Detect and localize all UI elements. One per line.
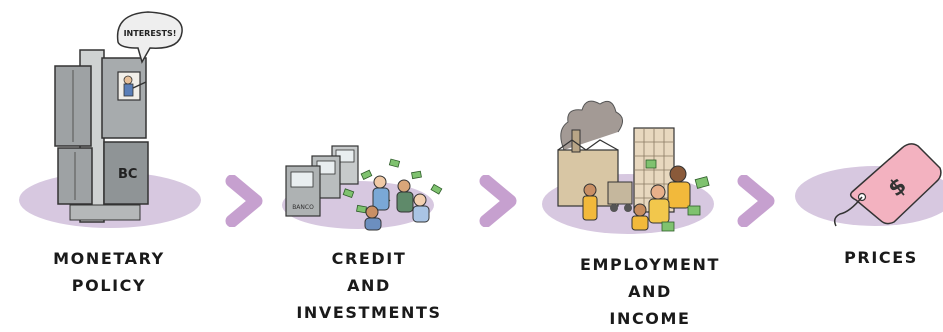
banknotes	[645, 159, 710, 232]
stage-label: MONETARY POLICY	[34, 245, 184, 299]
stage-prices: $ PRICES	[790, 0, 943, 321]
stage-label: EMPLOYMENT AND INCOME	[550, 251, 750, 332]
arrow-icon	[225, 175, 263, 227]
speech-bubble-text: INTERESTS!	[124, 29, 177, 38]
price-tag	[849, 143, 942, 225]
stage-employment-income: EMPLOYMENT AND INCOME	[528, 0, 748, 328]
factory-smoke	[560, 100, 623, 151]
label-line: AND	[628, 282, 672, 301]
stage-credit-investments: BANCO	[262, 0, 472, 322]
stage-monetary-policy: BC INTERESTS! MONETARY POLICY	[0, 0, 230, 321]
label-line: INCOME	[609, 309, 691, 328]
label-line: AND	[347, 276, 391, 295]
central-bank-illustration: BC INTERESTS!	[19, 11, 201, 228]
label-line: EMPLOYMENT	[580, 255, 720, 274]
speech-bubble	[116, 11, 183, 64]
label-line: MONETARY	[53, 249, 165, 268]
label-line: POLICY	[71, 276, 147, 295]
atm-label: BANCO	[292, 204, 314, 211]
tag-string	[833, 196, 863, 227]
atm-machines: BANCO	[285, 145, 359, 217]
price-tag-illustration: $	[795, 143, 943, 227]
stage-label: PRICES	[826, 244, 936, 271]
credit-illustration: BANCO	[282, 145, 443, 231]
label-line: CREDIT	[331, 249, 407, 268]
label-line: INVESTMENTS	[296, 303, 442, 322]
people-grabbing-money	[364, 175, 430, 231]
arrow-icon	[737, 175, 775, 227]
stage-label: CREDIT AND INVESTMENTS	[284, 245, 454, 326]
label-line: PRICES	[844, 248, 918, 267]
arrow-icon	[479, 175, 517, 227]
workers	[582, 165, 691, 231]
bank-sign: BC	[118, 167, 137, 182]
employment-illustration	[542, 100, 714, 234]
